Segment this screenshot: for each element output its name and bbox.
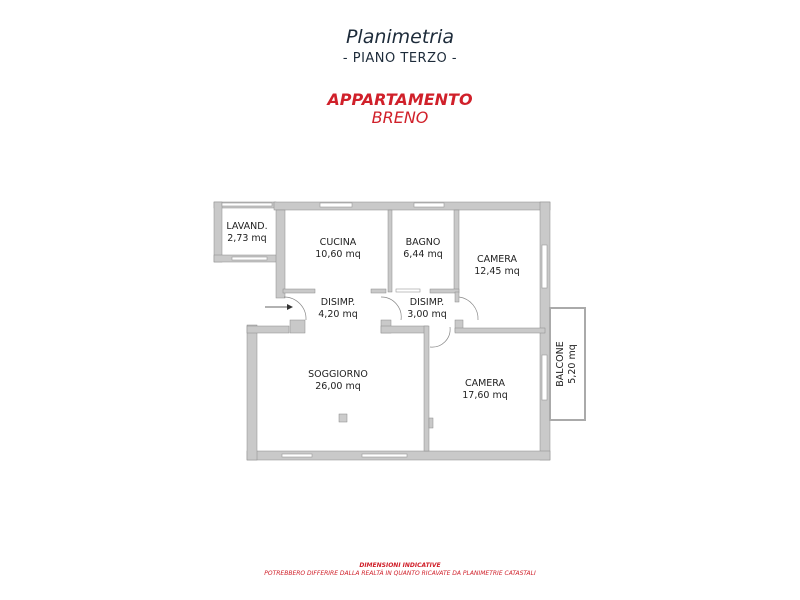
room-area: 12,45 mq xyxy=(474,266,520,277)
door-swings xyxy=(283,296,479,348)
windows xyxy=(221,202,548,458)
room-name: CAMERA xyxy=(464,378,506,389)
disclaimer-title: DIMENSIONI INDICATIVE xyxy=(359,562,441,569)
entrance-arrow-icon xyxy=(265,304,293,310)
room-area: 5,20 mq xyxy=(567,344,578,384)
room-name: BAGNO xyxy=(405,237,441,248)
room-name: BALCONE xyxy=(555,341,566,387)
room-area: 10,60 mq xyxy=(315,249,361,260)
room-name: CAMERA xyxy=(476,254,518,265)
column-marker xyxy=(338,413,348,423)
room-disimpegno-2: DISIMP.3,00 mq xyxy=(407,297,446,321)
balcony xyxy=(549,307,586,421)
room-area: 2,73 mq xyxy=(227,233,267,244)
room-area: 17,60 mq xyxy=(462,390,508,401)
room-area: 26,00 mq xyxy=(315,381,361,392)
room-name: LAVAND. xyxy=(226,221,268,232)
room-lavanderia: LAVAND.2,73 mq xyxy=(226,221,267,245)
room-area: 6,44 mq xyxy=(403,249,443,260)
apartment-label: APPARTAMENTO xyxy=(327,90,473,109)
room-name: SOGGIORNO xyxy=(308,369,368,380)
room-area: 4,20 mq xyxy=(318,309,358,320)
room-name: DISIMP. xyxy=(320,297,356,308)
room-disimpegno-1: DISIMP.4,20 mq xyxy=(318,297,357,321)
apartment-name: BRENO xyxy=(371,108,429,127)
floor-subtitle: - PIANO TERZO - xyxy=(342,51,458,66)
room-name: CUCINA xyxy=(319,237,357,248)
plan-title: Planimetria xyxy=(345,26,455,48)
room-area: 3,00 mq xyxy=(407,309,447,320)
room-name: DISIMP. xyxy=(409,297,445,308)
disclaimer-text: POTREBBERO DIFFERIRE DALLA REALTÀ IN QUA… xyxy=(264,570,536,577)
